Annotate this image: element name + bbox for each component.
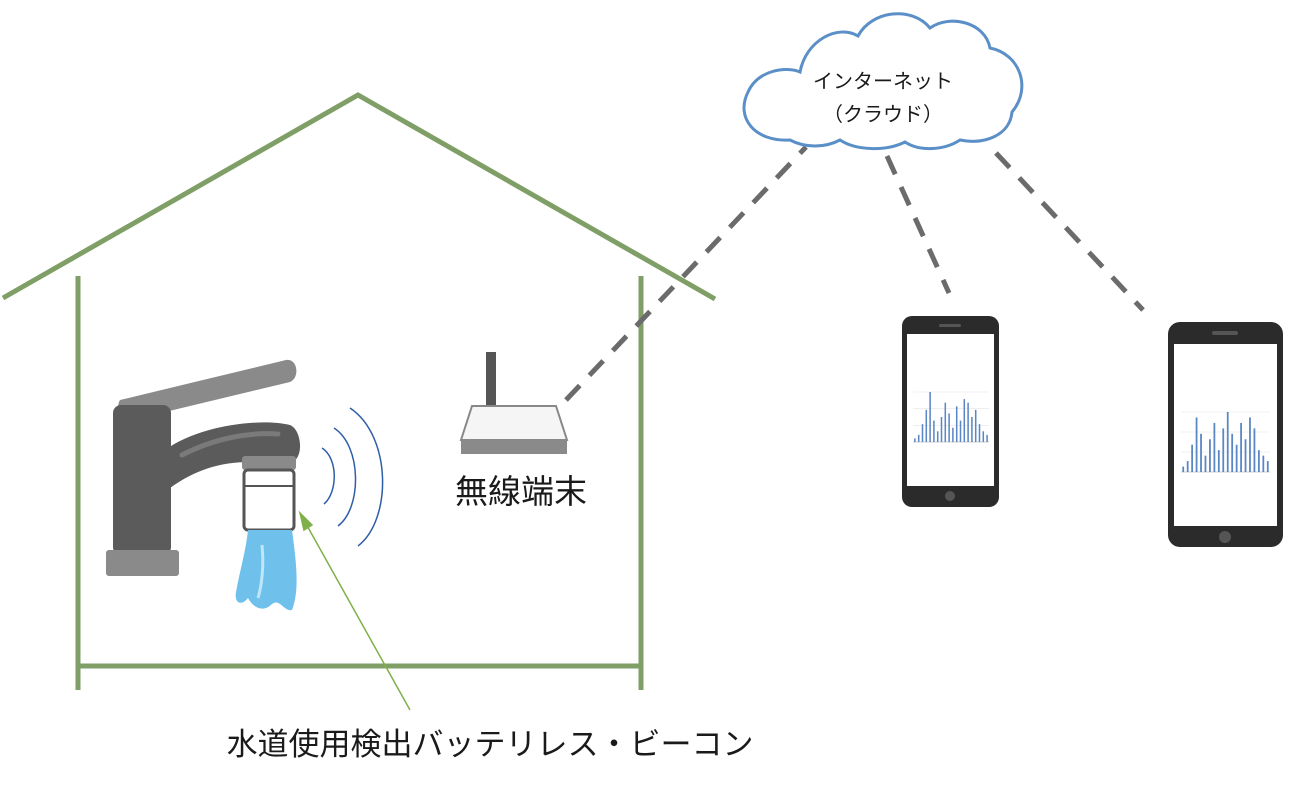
phone-chart-right: [1181, 411, 1270, 473]
faucet-aerator: [242, 456, 296, 470]
signal-wave-3: [349, 407, 384, 547]
chart-bar: [1244, 439, 1247, 472]
phone-home-button: [1219, 531, 1231, 543]
water-highlight: [256, 544, 265, 599]
chart-bar: [1186, 461, 1189, 472]
phone-speaker: [1212, 331, 1238, 335]
faucet-lever: [118, 359, 297, 419]
phone-speaker: [939, 324, 961, 327]
network-connections: [564, 145, 1145, 402]
pointer-line: [304, 521, 411, 711]
router-base: [461, 440, 567, 454]
chart-bar: [1240, 422, 1242, 472]
chart-bar: [1182, 466, 1185, 472]
phone-screen: [907, 334, 994, 486]
router-icon: [459, 352, 569, 454]
chart-bar: [982, 431, 985, 442]
chart-bar: [1200, 433, 1202, 472]
faucet-spout-highlight: [179, 431, 281, 458]
chart-bar: [959, 420, 962, 442]
phone-chart-left: [913, 391, 989, 443]
chart-bar: [921, 424, 924, 442]
chart-bar: [963, 399, 966, 442]
beacon-label: 水道使用検出バッテリレス・ビーコン: [227, 727, 754, 763]
chart-bar: [952, 427, 954, 442]
faucet-spout: [165, 422, 301, 488]
chart-bar: [1209, 439, 1211, 472]
chart-bar: [1262, 455, 1265, 472]
router-label: 無線端末: [455, 472, 587, 511]
house-roof: [1, 92, 717, 302]
beacon-sensor: [242, 468, 296, 532]
cloud-internet: インターネット （クラウド）: [742, 12, 1024, 151]
signal-wave-1: [321, 447, 335, 505]
chart-bar: [1204, 455, 1207, 472]
phone-home-button: [945, 491, 955, 501]
faucet-body: [113, 405, 171, 555]
water-stream: [235, 530, 297, 611]
pointer-arrowhead: [298, 510, 314, 532]
chart-bar: [1231, 433, 1234, 472]
house-outline: [1, 92, 717, 690]
chart-bar: [940, 417, 943, 442]
cloud-phone-left-link: [884, 154, 952, 295]
chart-bar: [914, 438, 916, 442]
router-cloud-link: [564, 145, 808, 402]
phone-screen: [1174, 344, 1277, 526]
chart-bar: [1266, 461, 1269, 472]
chart-bar: [917, 434, 920, 442]
chart-bar: [936, 431, 939, 442]
chart-bar: [974, 409, 977, 442]
cloud-label-line2: （クラウド）: [823, 102, 943, 126]
chart-bar: [1191, 444, 1194, 472]
chart-bar: [1235, 444, 1238, 472]
chart-bar: [986, 434, 988, 442]
router-antenna: [486, 352, 496, 410]
beacon-pointer: [298, 510, 411, 711]
chart-bar: [1253, 428, 1256, 472]
cloud-icon: [742, 12, 1024, 151]
chart-bar: [933, 420, 935, 442]
chart-bar: [944, 402, 947, 442]
chart-bar: [1226, 412, 1229, 472]
smartphone-right: [1168, 322, 1283, 547]
faucet-base: [106, 550, 179, 576]
chart-bar: [1222, 428, 1225, 472]
wireless-signal-icon: [321, 407, 384, 547]
chart-bar: [1195, 417, 1198, 472]
chart-bar: [967, 402, 969, 442]
chart-bar: [925, 409, 928, 442]
chart-bar: [1257, 450, 1260, 472]
chart-bar: [971, 417, 973, 442]
chart-bar: [1217, 450, 1220, 472]
chart-bar: [948, 413, 950, 442]
chart-bar: [955, 406, 958, 442]
cloud-label-line1: インターネット: [813, 69, 953, 93]
smartphone-left: [902, 316, 999, 507]
router-top: [459, 405, 569, 441]
signal-wave-2: [333, 427, 357, 527]
chart-bar: [978, 424, 981, 442]
chart-bar: [929, 392, 931, 442]
chart-bar: [1213, 422, 1216, 472]
cloud-phone-right-link: [994, 151, 1145, 312]
chart-bar: [1249, 417, 1251, 472]
faucet-icon: [106, 359, 301, 611]
